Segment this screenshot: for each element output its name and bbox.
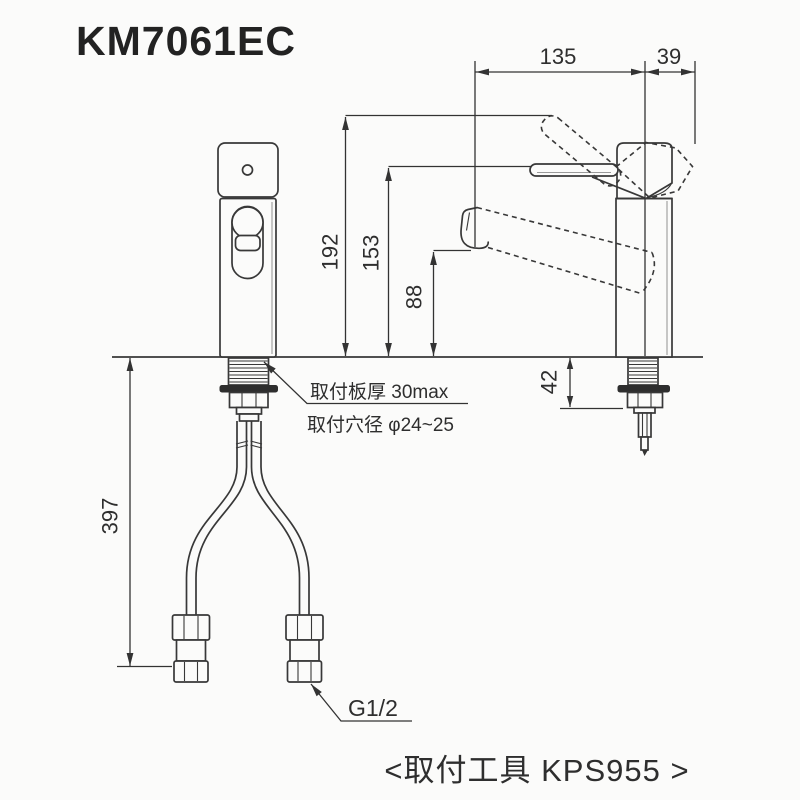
left-hose-fitting bbox=[171, 614, 211, 683]
mount-hole-note: 取付穴径 φ24~25 bbox=[307, 414, 454, 436]
left-hose-inner bbox=[195, 421, 248, 615]
dim-label-42: 42 bbox=[537, 370, 562, 394]
mount-plate-leader bbox=[263, 361, 468, 405]
dimension-42 bbox=[566, 358, 574, 407]
supply-hoses bbox=[185, 421, 310, 615]
front-lever-face bbox=[234, 234, 261, 252]
front-lever-knob bbox=[231, 206, 264, 239]
dimension-135-39 bbox=[475, 68, 695, 76]
front-mounting-hardware bbox=[219, 357, 278, 422]
mounting-tool-note: <取付工具 KPS955 > bbox=[384, 753, 689, 788]
side-pipe-point bbox=[642, 450, 648, 456]
side-supply-pipe bbox=[637, 412, 652, 438]
front-shank-threads bbox=[229, 360, 268, 383]
dim-label-153: 153 bbox=[359, 235, 384, 272]
hose-crimp-marks bbox=[235, 440, 263, 449]
dim-label-39: 39 bbox=[657, 44, 681, 69]
handle-raised-dashed bbox=[540, 115, 622, 187]
side-column bbox=[615, 197, 673, 358]
front-hose-adapter bbox=[235, 406, 263, 415]
spout-tip bbox=[460, 206, 490, 250]
front-hose-adapter-lower bbox=[238, 413, 260, 422]
side-mounting-hardware bbox=[617, 357, 670, 456]
dimension-88 bbox=[430, 252, 437, 356]
right-hose-outer bbox=[260, 421, 310, 615]
mount-plate-note: 取付板厚 30max bbox=[310, 381, 449, 403]
dimension-annotations bbox=[117, 61, 696, 722]
front-lock-nut bbox=[228, 391, 269, 409]
side-lock-nut bbox=[626, 391, 664, 409]
dimension-397 bbox=[126, 358, 134, 666]
front-mounting-flange bbox=[219, 385, 278, 393]
head-rotated-dashed bbox=[614, 141, 694, 199]
front-view bbox=[171, 142, 324, 683]
spout-dashed bbox=[476, 206, 656, 295]
side-head-pivot-arc bbox=[646, 183, 672, 199]
left-hose-outer bbox=[185, 421, 238, 615]
right-hose-fitting bbox=[285, 614, 324, 683]
side-shank-threads bbox=[629, 360, 657, 383]
dim-label-397: 397 bbox=[98, 498, 123, 535]
side-mounting-flange bbox=[617, 385, 670, 393]
side-view bbox=[460, 115, 694, 456]
spout-tip-inner bbox=[465, 212, 471, 231]
front-screw-hole bbox=[241, 164, 254, 176]
thread-size-label: G1/2 bbox=[348, 695, 398, 721]
dimension-153 bbox=[385, 168, 392, 356]
dimension-192 bbox=[342, 117, 349, 356]
dim-label-192: 192 bbox=[318, 234, 343, 271]
drawing-title: KM7061EC bbox=[76, 18, 296, 64]
dim-label-135: 135 bbox=[540, 44, 577, 69]
thread-leader bbox=[310, 683, 412, 722]
dim-label-88: 88 bbox=[402, 285, 427, 309]
right-hose-inner bbox=[250, 421, 301, 615]
side-handle bbox=[529, 163, 619, 177]
side-pipe-tip bbox=[640, 436, 649, 451]
